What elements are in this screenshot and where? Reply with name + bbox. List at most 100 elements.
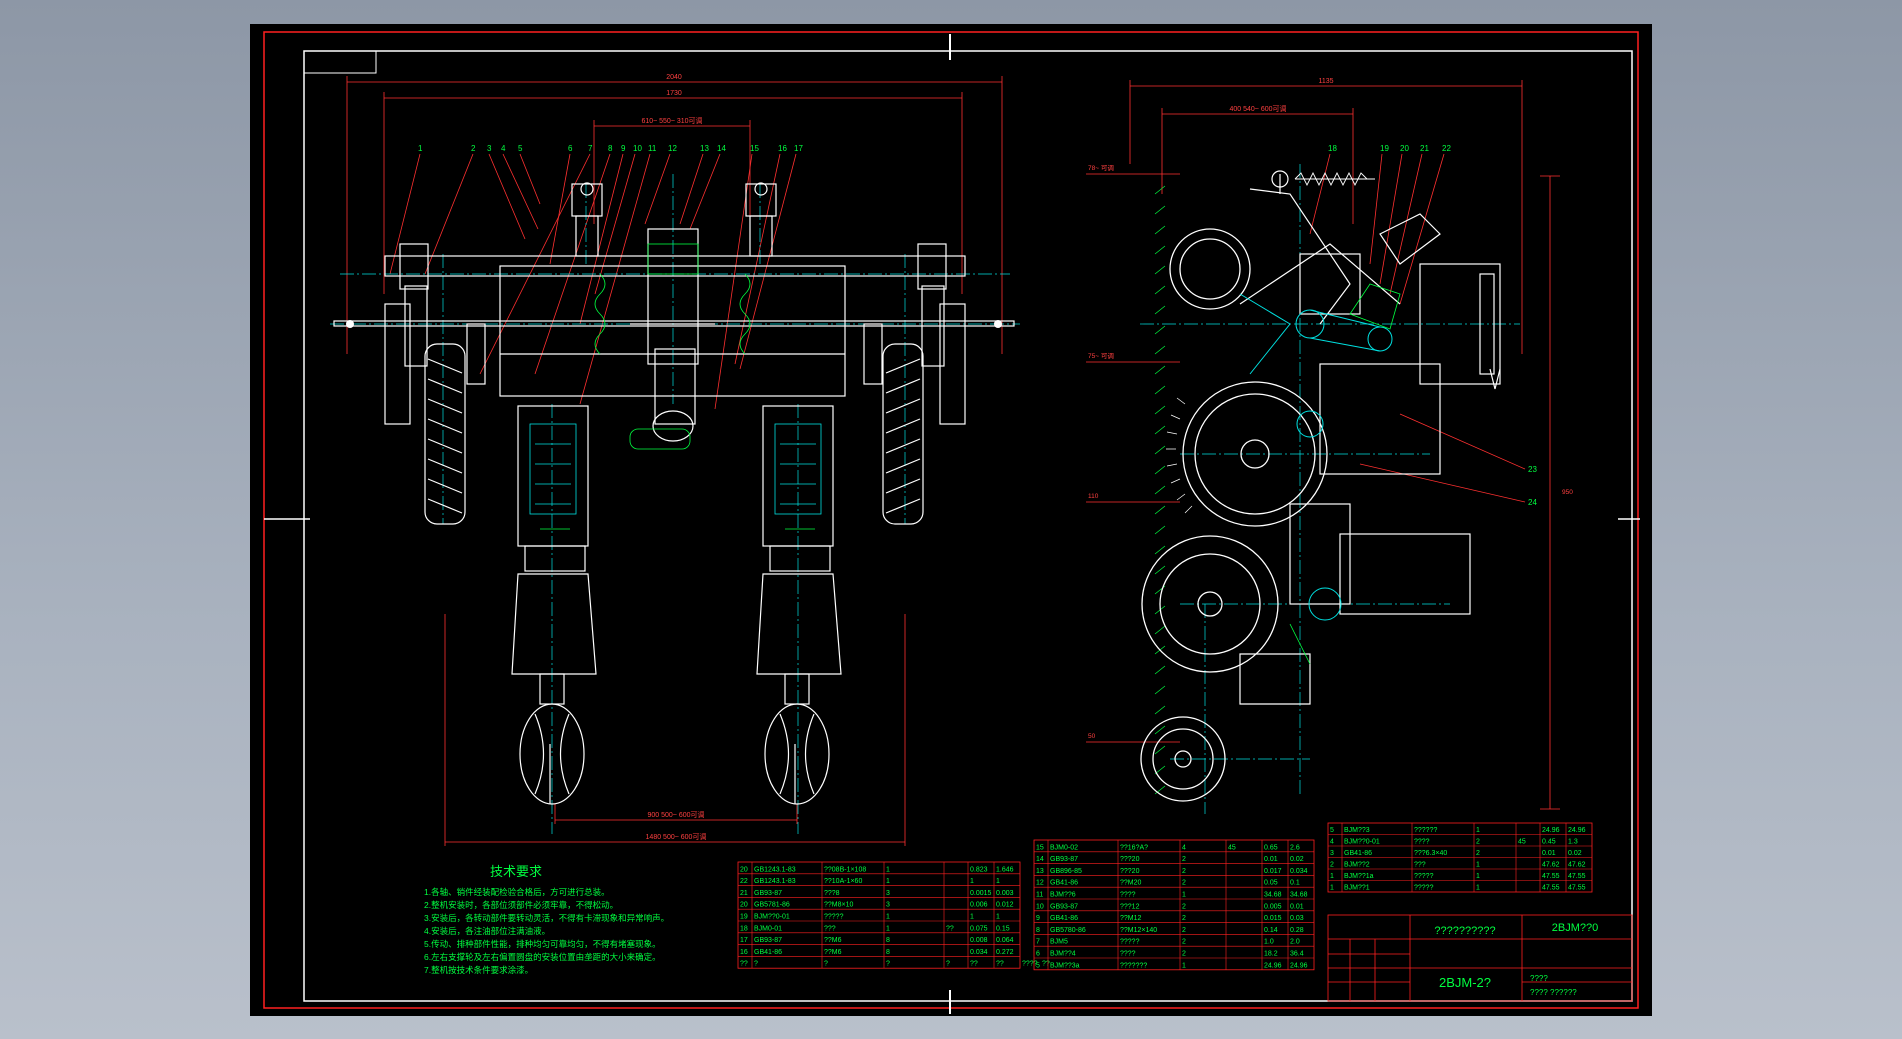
balloon-1: 1 <box>418 144 423 153</box>
table-cell: 1.646 <box>996 866 1014 873</box>
table-cell: ???? <box>1120 892 1136 899</box>
table-cell: ?????? <box>1414 827 1437 834</box>
table-cell: ???? <box>1120 951 1136 958</box>
dim-side-right: 950 <box>1562 489 1573 496</box>
table-cell: ???8 <box>824 890 840 897</box>
title-cell: 2BJM??0 <box>1552 922 1598 934</box>
dim-center: 610~ 550~ 310可调 <box>641 116 702 125</box>
table-cell: ??M6 <box>824 949 842 956</box>
table-cell: 45 <box>1228 844 1236 851</box>
table-cell: ????? <box>1414 873 1434 880</box>
tech-heading: 技术要求 <box>490 864 542 879</box>
table-cell: 8 <box>886 937 890 944</box>
table-cell: GB5781-86 <box>754 902 790 909</box>
table-cell: 0.008 <box>970 937 988 944</box>
side-green-detail <box>1289 283 1401 665</box>
table-cell: BJM??2 <box>1344 862 1370 869</box>
balloon-16: 16 <box>778 144 787 153</box>
balloon-14: 14 <box>717 144 726 153</box>
table-cell: 1 <box>886 878 890 885</box>
side-sprockets <box>1239 293 1393 621</box>
table-cell: 24.96 <box>1542 827 1560 834</box>
table-cell: 0.006 <box>970 902 988 909</box>
table-cell: 20 <box>740 866 748 873</box>
side-balloons: 18 19 20 21 22 23 24 <box>1328 144 1537 507</box>
table-cell: BJM??6 <box>1050 892 1076 899</box>
table-cell: 1 <box>1476 827 1480 834</box>
table-cell: ? <box>946 961 950 968</box>
drawing-sheet[interactable]: 2040 1730 610~ 550~ 310可调 900 500~ 600可调… <box>250 24 1652 1016</box>
table-cell: ???20 <box>1120 868 1140 875</box>
table-cell: 1 <box>996 878 1000 885</box>
drawing-canvas: 2040 1730 610~ 550~ 310可调 900 500~ 600可调… <box>263 31 1640 1014</box>
table-cell: ??M8×10 <box>824 902 853 909</box>
table-border <box>1033 839 1315 971</box>
table-cell: 11 <box>1036 892 1043 899</box>
balloon-8: 8 <box>608 144 613 153</box>
balloon-4: 4 <box>501 144 506 153</box>
side-tire-tread <box>1166 397 1193 514</box>
table-cell: 1 <box>1182 962 1186 969</box>
dim-side-left-2: 75~ 可调 <box>1088 351 1114 360</box>
table-cell: 0.272 <box>996 949 1014 956</box>
table-cell: GB41-86 <box>754 949 782 956</box>
table-cell: 45 <box>1518 839 1526 846</box>
table-cell: ??M12 <box>1120 915 1142 922</box>
table-cell: 2 <box>1182 880 1186 887</box>
table-cell: 20 <box>740 902 748 909</box>
tech-item: 6.左右支撑轮及左右偏置圆盘的安装位置由垄距的大小来确定。 <box>424 952 661 962</box>
table-cell: 1 <box>886 914 890 921</box>
balloon-19: 19 <box>1380 144 1389 153</box>
table-cell: 47.55 <box>1542 885 1560 892</box>
table-cell: 1 <box>970 914 974 921</box>
table-cell: 2 <box>1476 839 1480 846</box>
table-cell: ??????? <box>1120 962 1147 969</box>
table-cell: 1.0 <box>1264 939 1274 946</box>
table-cell: ????? <box>1120 939 1140 946</box>
table-cell: 0.003 <box>996 890 1014 897</box>
table-cell: GB41-86 <box>1050 880 1078 887</box>
side-spring <box>1294 171 1375 187</box>
table-cell: 3 <box>1330 850 1334 857</box>
table-cell: 24.96 <box>1290 962 1308 969</box>
table-cell: ?? <box>1042 961 1050 968</box>
table-cell: 2 <box>1182 915 1186 922</box>
table-cell: GB5780-86 <box>1050 927 1086 934</box>
table-cell: 21 <box>740 890 748 897</box>
balloon-11: 11 <box>648 144 657 153</box>
dim-bottom-1: 900 500~ 600可调 <box>647 810 704 819</box>
table-cell: 2 <box>1330 862 1334 869</box>
table-cell: 47.62 <box>1542 862 1560 869</box>
dim-side-left-3: 110 <box>1088 493 1099 500</box>
side-view: 1135 400 540~ 600可调 78~ 可调 75~ 可调 110 50… <box>1086 78 1573 814</box>
table-cell: 2 <box>1182 927 1186 934</box>
table-cell: GB93-87 <box>754 937 782 944</box>
table-cell: 36.4 <box>1290 951 1304 958</box>
table-cell: ???20 <box>1120 856 1140 863</box>
table-cell: 2 <box>1182 903 1186 910</box>
table-cell: 22 <box>740 878 748 885</box>
table-cell: 18 <box>740 925 748 932</box>
balloon-13: 13 <box>700 144 709 153</box>
table-cell: GB41-86 <box>1344 850 1372 857</box>
table-cell: ??M6 <box>824 937 842 944</box>
table-cell: 18.2 <box>1264 951 1278 958</box>
table-cell: ??16?A? <box>1120 844 1148 851</box>
table-cell: 0.012 <box>996 902 1014 909</box>
stamp-line-2: ???? ?????? <box>1530 988 1577 997</box>
side-centerlines <box>1140 164 1520 814</box>
table-cell: 10 <box>1036 903 1044 910</box>
table-cell: 0.01 <box>1542 850 1556 857</box>
front-seed-internals <box>529 423 822 515</box>
front-frame <box>333 182 1015 442</box>
table-cell: 4 <box>1330 839 1334 846</box>
table-cell: 0.034 <box>970 949 988 956</box>
table-cell: BJM5 <box>1050 939 1068 946</box>
front-seed-units <box>511 405 842 805</box>
table-cell: ?? <box>996 961 1004 968</box>
table-cell: 2 <box>1182 951 1186 958</box>
table-cell: 0.01 <box>1264 856 1278 863</box>
table-cell: 0.017 <box>1264 868 1282 875</box>
table-cell: 24.96 <box>1568 827 1586 834</box>
